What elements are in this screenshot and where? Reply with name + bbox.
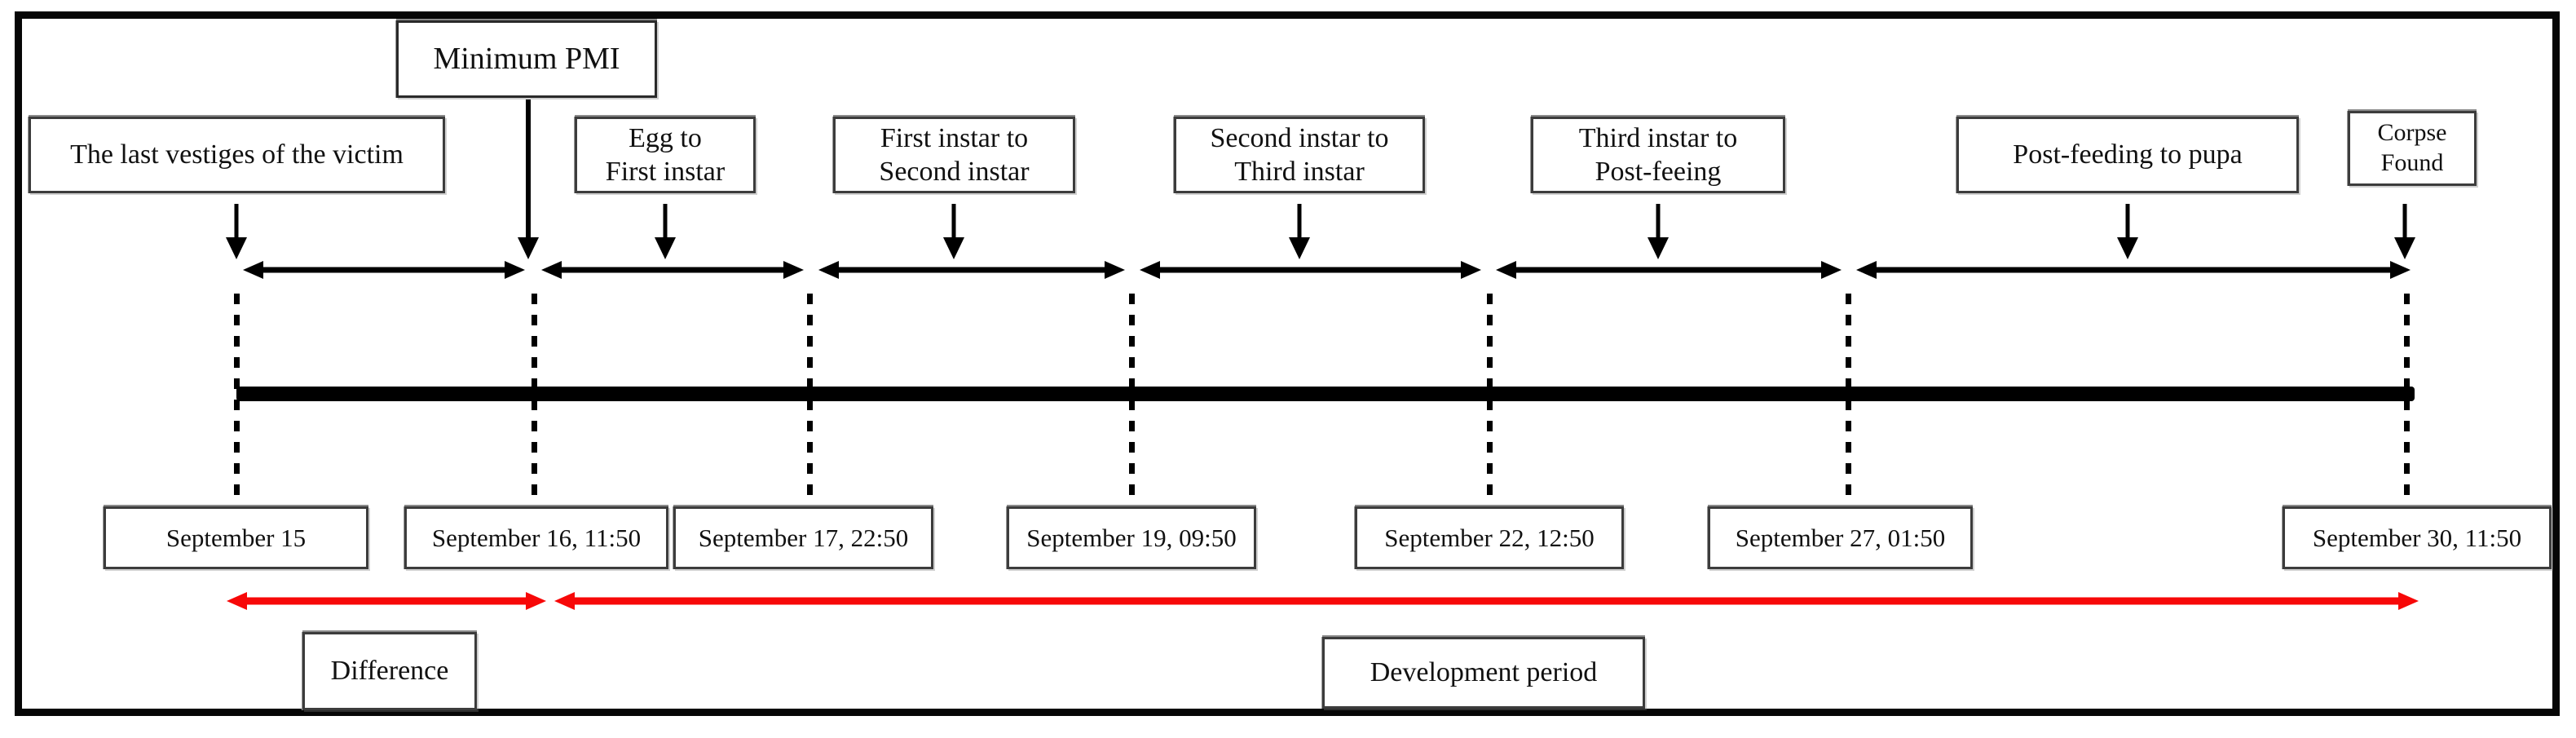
- down-arrow-third-to-postfeeding: [1647, 204, 1669, 259]
- arrow-shaft: [2402, 204, 2407, 240]
- arrow-shaft: [554, 267, 791, 273]
- date-label: September 16, 11:50: [431, 523, 642, 552]
- stage-box-second-to-third-instar: Second instar to Third instar: [1174, 117, 1425, 193]
- arrow-head-icon: [1105, 261, 1125, 279]
- interval-arrow-1: [243, 261, 525, 279]
- stage-label: Third instar: [1234, 157, 1365, 187]
- stage-label: The last vestiges of the victim: [70, 139, 404, 170]
- arrow-head-icon: [1821, 261, 1842, 279]
- stage-box-third-instar-to-postfeeding: Third instar to Post-feeing: [1531, 117, 1785, 193]
- down-arrow-egg-to-first: [655, 204, 676, 259]
- arrow-head-icon: [2394, 237, 2415, 259]
- arrow-shaft: [1297, 204, 1302, 240]
- arrow-head-icon: [1140, 261, 1160, 279]
- stage-label: Third instar to: [1578, 122, 1738, 153]
- arrow-head-icon: [1461, 261, 1481, 279]
- arrow-shaft: [234, 204, 239, 240]
- down-arrow-last-vestiges: [226, 204, 247, 259]
- development-span-arrow: [554, 592, 2419, 610]
- date-box-6: September 27, 01:50: [1708, 506, 1973, 569]
- arrow-shaft: [831, 267, 1112, 273]
- difference-box: Difference: [302, 632, 477, 710]
- arrow-shaft: [1509, 267, 1828, 273]
- arrow-head-icon: [243, 261, 263, 279]
- date-box-3: September 17, 22:50: [673, 506, 933, 569]
- down-arrow-minimum-pmi: [518, 99, 539, 259]
- stage-label: Post-feeing: [1595, 157, 1722, 187]
- date-label: September 27, 01:50: [1735, 523, 1946, 552]
- date-box-4: September 19, 09:50: [1007, 506, 1256, 569]
- down-arrow-postfeeding-to-pupa: [2117, 204, 2138, 259]
- arrow-head-icon: [2117, 237, 2138, 259]
- date-box-1: September 15: [104, 506, 368, 569]
- arrow-shaft: [526, 99, 531, 240]
- arrow-shaft: [256, 267, 512, 273]
- stage-label: Post-feeding to pupa: [2013, 139, 2243, 170]
- arrow-shaft: [567, 597, 2406, 605]
- date-box-5: September 22, 12:50: [1355, 506, 1624, 569]
- down-arrow-second-to-third: [1289, 204, 1310, 259]
- stage-box-first-to-second-instar: First instar to Second instar: [833, 117, 1075, 193]
- interval-arrow-5: [1496, 261, 1842, 279]
- timeline-bar: [236, 387, 2415, 401]
- arrow-shaft: [2125, 204, 2130, 240]
- stage-label: Egg to: [629, 122, 702, 153]
- date-label: September 15: [165, 523, 307, 552]
- date-box-7: September 30, 11:50: [2283, 506, 2552, 569]
- arrow-head-icon: [1289, 237, 1310, 259]
- date-label: September 22, 12:50: [1384, 523, 1595, 552]
- arrow-head-icon: [783, 261, 804, 279]
- down-arrow-corpse-found: [2394, 204, 2415, 259]
- arrow-head-icon: [943, 237, 964, 259]
- stage-box-last-vestiges: The last vestiges of the victim: [29, 117, 445, 193]
- arrow-head-icon: [505, 261, 525, 279]
- stage-label: Second instar to: [1210, 122, 1389, 153]
- difference-span-arrow: [227, 592, 546, 610]
- arrow-shaft: [1153, 267, 1468, 273]
- arrow-shaft: [240, 597, 533, 605]
- stage-label: Corpse: [2377, 119, 2447, 147]
- arrow-head-icon: [1647, 237, 1669, 259]
- date-label: September 17, 22:50: [698, 523, 909, 552]
- date-label: September 19, 09:50: [1026, 523, 1237, 552]
- arrow-head-icon: [2398, 592, 2419, 610]
- interval-arrow-3: [818, 261, 1125, 279]
- date-label: September 30, 11:50: [2312, 523, 2522, 552]
- minimum-pmi-label: Minimum PMI: [433, 42, 620, 77]
- minimum-pmi-box: Minimum PMI: [396, 20, 657, 98]
- arrow-head-icon: [818, 261, 839, 279]
- arrow-head-icon: [655, 237, 676, 259]
- arrow-head-icon: [2390, 261, 2411, 279]
- date-box-2: September 16, 11:50: [404, 506, 668, 569]
- stage-label: First instar: [605, 157, 726, 187]
- arrow-head-icon: [227, 592, 247, 610]
- arrow-head-icon: [518, 237, 539, 259]
- figure-border: [15, 11, 2560, 716]
- arrow-shaft: [1869, 267, 2397, 273]
- development-period-box: Development period: [1322, 637, 1645, 709]
- interval-arrow-2: [541, 261, 804, 279]
- development-period-label: Development period: [1370, 657, 1598, 688]
- difference-label: Difference: [330, 656, 449, 687]
- arrow-head-icon: [526, 592, 546, 610]
- down-arrow-first-to-second: [943, 204, 964, 259]
- interval-arrow-6: [1856, 261, 2411, 279]
- arrow-head-icon: [226, 237, 247, 259]
- interval-arrow-4: [1140, 261, 1481, 279]
- arrow-head-icon: [1496, 261, 1516, 279]
- arrow-shaft: [1656, 204, 1661, 240]
- arrow-head-icon: [541, 261, 562, 279]
- stage-label: Found: [2380, 149, 2444, 176]
- stage-box-egg-to-first-instar: Egg to First instar: [575, 117, 756, 193]
- stage-box-postfeeding-to-pupa: Post-feeding to pupa: [1956, 117, 2299, 193]
- arrow-head-icon: [554, 592, 575, 610]
- arrow-head-icon: [1856, 261, 1877, 279]
- arrow-shaft: [663, 204, 668, 240]
- stage-label: First instar to: [880, 122, 1029, 153]
- stage-box-corpse-found: Corpse Found: [2348, 111, 2477, 186]
- arrow-shaft: [951, 204, 956, 240]
- stage-label: Second instar: [879, 157, 1030, 187]
